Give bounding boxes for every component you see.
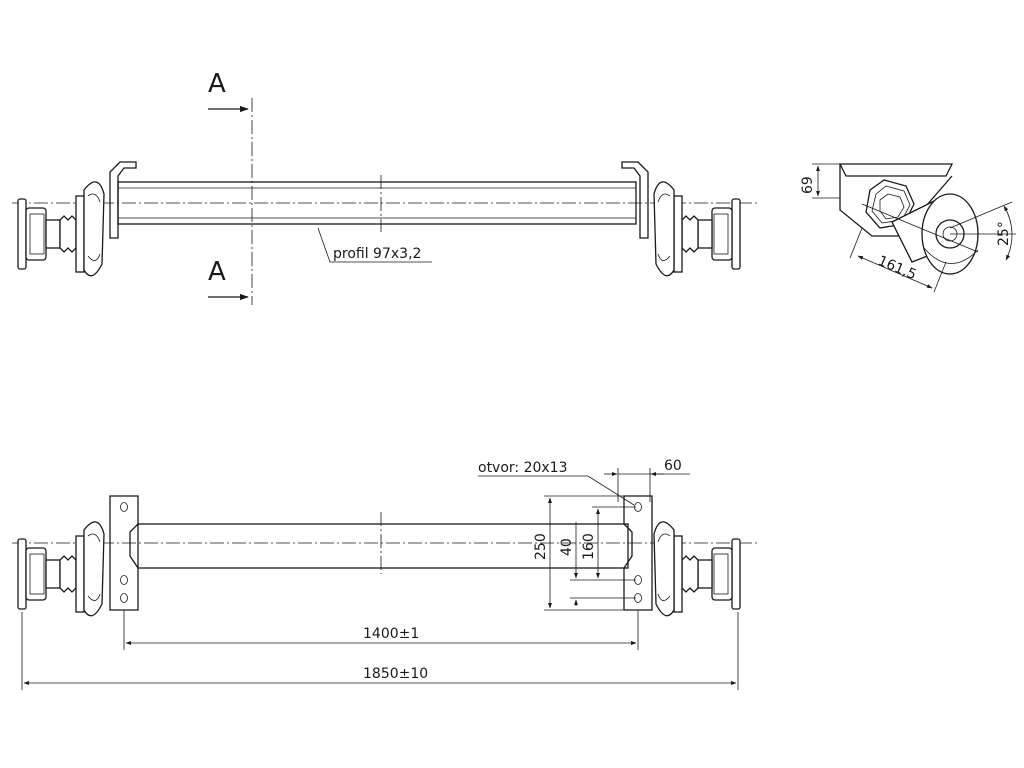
overall-label: 1850±10 xyxy=(363,666,428,682)
section-label-bottom: A xyxy=(208,257,226,287)
height-label: 69 xyxy=(800,176,816,194)
bottom-view: otvor: 20x13 60 250 40 160 1400±1 1850±1… xyxy=(12,458,760,690)
dim-160-label: 160 xyxy=(581,533,597,560)
offset-label: 60 xyxy=(664,458,682,474)
span-label: 1400±1 xyxy=(363,626,419,642)
angle-label: 25° xyxy=(996,221,1012,246)
hole-label: otvor: 20x13 xyxy=(478,460,568,476)
side-view: 69 161,5 25° xyxy=(800,163,1016,293)
left-hub xyxy=(17,181,105,277)
left-plate xyxy=(109,495,139,611)
right-bracket xyxy=(621,161,649,239)
left-bracket xyxy=(109,161,137,239)
right-hub-bottom xyxy=(653,521,741,617)
dim-250-label: 250 xyxy=(533,533,549,560)
section-label-top: A xyxy=(208,69,226,99)
left-hub-bottom xyxy=(17,521,105,617)
dim-40-label: 40 xyxy=(559,538,575,556)
right-hub xyxy=(653,181,741,277)
axle-tube-bottom xyxy=(137,523,629,569)
top-view: A A profil 97x3,2 xyxy=(12,69,760,305)
profile-leader xyxy=(317,227,432,263)
right-plate xyxy=(623,495,653,611)
profile-label: profil 97x3,2 xyxy=(333,246,421,262)
